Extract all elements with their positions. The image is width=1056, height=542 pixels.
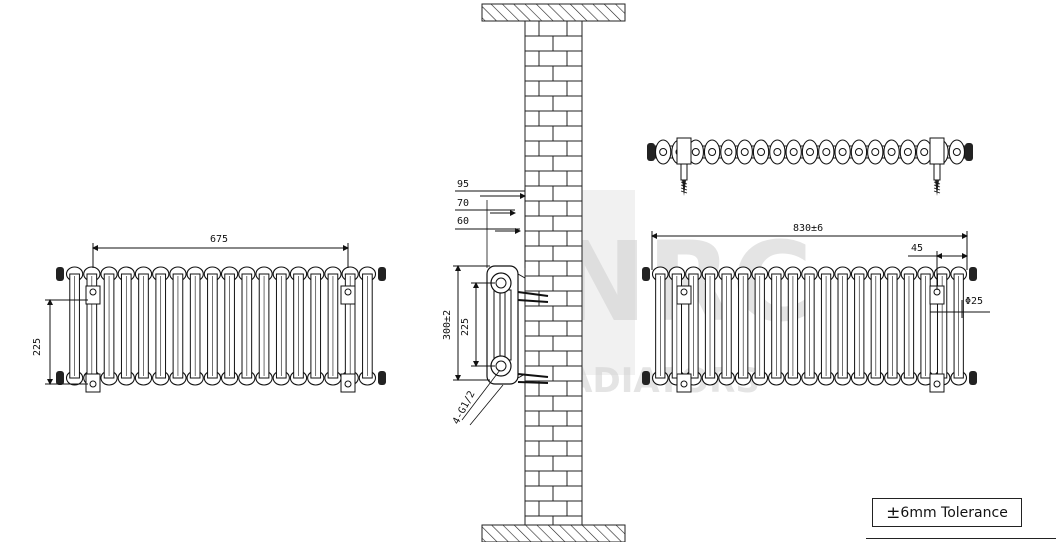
top-view-section: [752, 139, 770, 165]
width-830-label: 830±6: [793, 223, 823, 234]
top-view-section: [818, 139, 835, 165]
radiator-column: [83, 266, 101, 386]
radiator-column: [668, 266, 686, 386]
radiator-column: [238, 266, 256, 386]
top-view-section: [834, 139, 851, 165]
radiator-side-view: [486, 265, 549, 385]
radiator-column: [272, 266, 290, 386]
end-cap: [642, 371, 650, 385]
top-view-section: [948, 139, 966, 165]
radiator-column: [801, 266, 818, 386]
top-view-section: [769, 139, 786, 165]
radiator-front-view-left: [56, 266, 386, 393]
width-675-label: 675: [210, 234, 228, 245]
radiator-foot: [85, 285, 101, 393]
height-225-label: 225: [32, 338, 43, 356]
radiator-column: [900, 266, 918, 386]
radiator-column: [718, 266, 735, 386]
radiator-column: [834, 266, 851, 386]
top-view-section: [867, 139, 884, 165]
end-cap: [969, 267, 977, 281]
radiator-column: [867, 266, 885, 386]
end-cap: [642, 267, 650, 281]
tolerance-underline: [866, 538, 1056, 539]
radiator-column: [220, 266, 239, 386]
radiator-column: [358, 266, 377, 386]
radiator-column: [289, 266, 308, 386]
wall-bracket: [676, 137, 692, 196]
radiator-column: [751, 266, 769, 386]
radiator-column: [169, 266, 187, 386]
top-view-section: [850, 139, 868, 165]
radiator-column: [65, 266, 84, 386]
depth-70-label: 70: [457, 198, 469, 209]
end-cap: [378, 267, 386, 281]
end-cap: [969, 371, 977, 385]
radiator-front-view-right: [642, 266, 977, 393]
end-cap: [378, 371, 386, 385]
wall-section: [481, 3, 626, 542]
end-cap: [56, 267, 64, 281]
tolerance-box: ±6mm Tolerance: [872, 498, 1022, 527]
radiator-column: [850, 266, 868, 386]
radiator-column: [203, 266, 222, 386]
radiator-column: [917, 266, 934, 386]
top-view-section: [785, 139, 802, 165]
tolerance-symbol: ±: [886, 502, 901, 523]
radiator-column: [784, 266, 802, 386]
centers-225-label: 225: [460, 318, 471, 336]
radiator-column: [817, 266, 835, 386]
top-view-section: [654, 139, 672, 165]
end-cap: [56, 371, 64, 385]
top-view-section: [703, 139, 721, 165]
radiator-column: [341, 266, 359, 386]
top-view-section: [899, 139, 917, 165]
radiator-column: [100, 266, 118, 386]
watermark-logo-text: NRC: [555, 218, 813, 346]
diameter-label: Φ25: [965, 296, 983, 307]
radiator-column: [651, 266, 669, 386]
radiator-foot: [676, 285, 692, 393]
wall-bracket: [929, 137, 945, 196]
radiator-column: [307, 266, 325, 386]
radiator-column: [117, 266, 135, 386]
radiator-column: [768, 266, 785, 386]
depth-60-label: 60: [457, 216, 469, 227]
radiator-column: [324, 266, 342, 386]
top-view-section: [801, 139, 819, 165]
radiator-column: [186, 266, 204, 386]
floor-hatch: [481, 524, 626, 542]
depth-95-label: 95: [457, 179, 469, 190]
radiator-column: [701, 266, 719, 386]
radiator-column: [884, 266, 901, 386]
radiator-column: [134, 266, 153, 386]
radiator-column: [152, 266, 170, 386]
radiator-column: [950, 266, 968, 386]
radiator-foot: [929, 285, 945, 393]
height-300-label: 300±2: [442, 310, 453, 340]
radiator-column: [734, 266, 752, 386]
offset-45-label: 45: [911, 243, 923, 254]
watermark-logo: NRC RADIATORS: [540, 190, 813, 401]
radiator-column: [255, 266, 273, 386]
left-dimensions: 675 225: [32, 234, 349, 385]
radiator-top-view: [647, 137, 973, 196]
brick-wall: [524, 20, 583, 526]
top-view-section: [883, 139, 900, 165]
top-view-section: [736, 139, 753, 165]
radiator-foot: [340, 285, 356, 393]
right-dimensions: 830±6 45 Φ25: [651, 223, 990, 318]
tolerance-text: 6mm Tolerance: [900, 504, 1008, 521]
ceiling-hatch: [481, 3, 626, 22]
top-view-section: [720, 139, 737, 165]
